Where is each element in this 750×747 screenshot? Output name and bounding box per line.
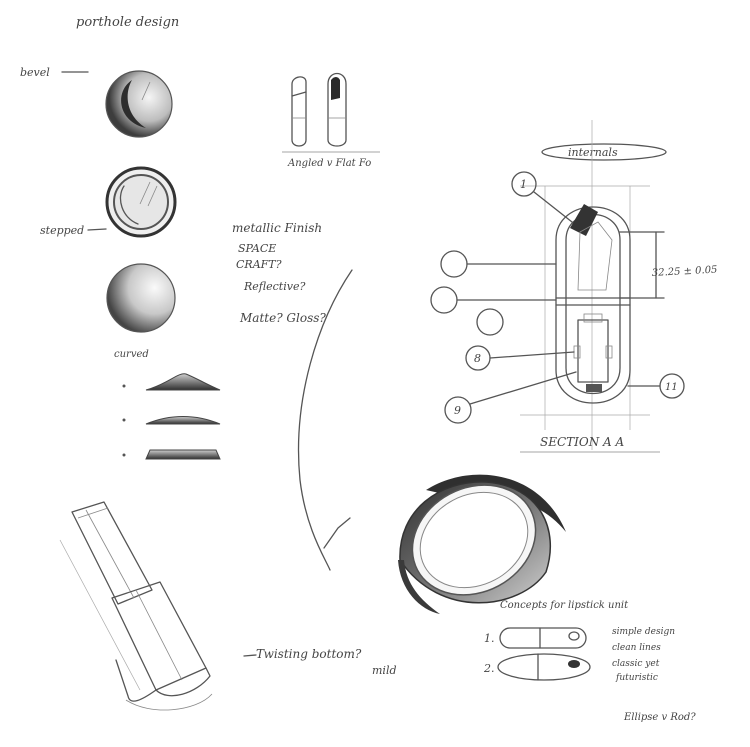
concepts-title: Concepts for lipstick unit [500, 600, 629, 611]
reflective-label: Reflective? [243, 280, 305, 293]
title-label: porthole design [76, 15, 179, 30]
note-simple-design: simple design [612, 627, 675, 637]
craft-label: CRAFT? [236, 258, 282, 271]
stepped-label: stepped [40, 224, 84, 237]
sweep-curve [297, 269, 353, 571]
twisting-label: Twisting bottom? [256, 647, 362, 661]
metallic-label: metallic Finish [232, 221, 322, 235]
note-classic-yet: classic yet [612, 659, 660, 669]
callout-8: 8 [474, 352, 481, 365]
concept-1-number: 1. [484, 632, 495, 645]
bevel-label: bevel [20, 66, 50, 79]
tube-sketch [59, 501, 213, 711]
ellipse-rod-label: Ellipse v Rod? [623, 712, 696, 723]
callout-1: 1 [520, 178, 527, 191]
note-futuristic: futuristic [615, 673, 658, 683]
callout-9: 9 [454, 404, 461, 417]
twisting-sub-label: mild [372, 664, 397, 677]
space-label: SPACE [238, 242, 276, 255]
concept-2-sketch [497, 653, 591, 681]
dimension-label: 32.25 ± 0.05 [652, 265, 718, 279]
curved-label: curved [114, 349, 149, 360]
curved-porthole [106, 263, 176, 333]
section-label: SECTION A A [540, 435, 625, 449]
angled-flat-sketch [282, 72, 380, 153]
callout-11: 11 [665, 382, 678, 393]
note-clean-lines: clean lines [612, 643, 661, 653]
concept-1-sketch [499, 627, 587, 649]
internals-section: internals 32.25 ± 0.05 1 8 9 [430, 120, 718, 453]
angled-flat-label: Angled v Flat Fo [287, 158, 371, 169]
matte-gloss-label: Matte? Gloss? [239, 311, 326, 325]
bevel-porthole [105, 70, 173, 138]
porthole-render [398, 474, 566, 614]
stepped-porthole [105, 166, 177, 238]
internals-label: internals [568, 146, 618, 159]
concept-2-number: 2. [483, 662, 495, 675]
profile-sections [122, 373, 221, 460]
